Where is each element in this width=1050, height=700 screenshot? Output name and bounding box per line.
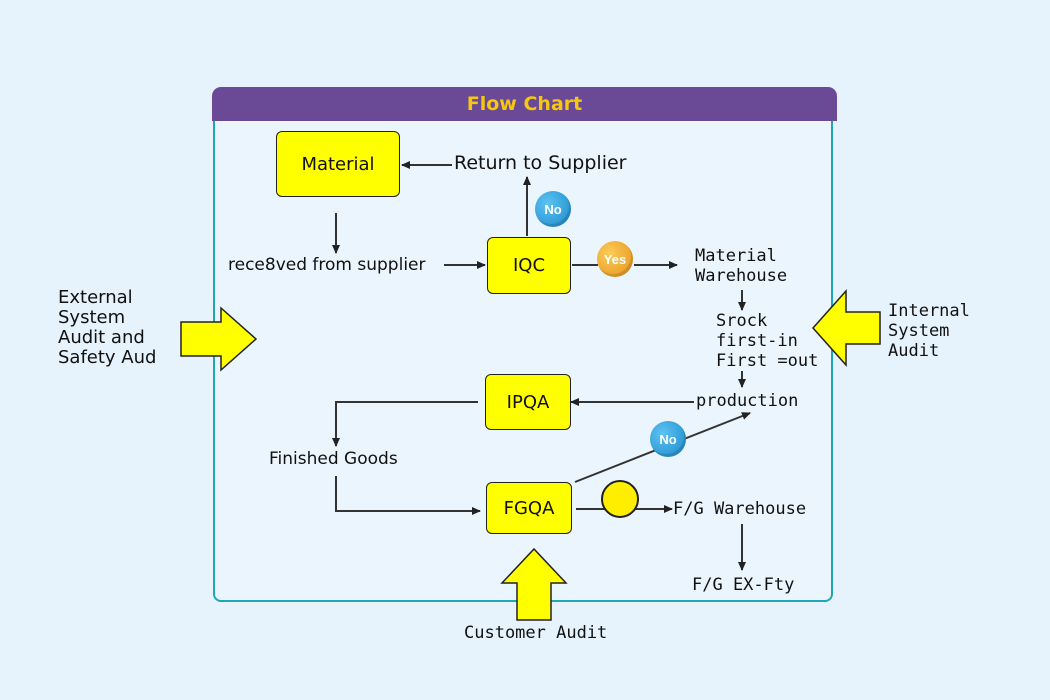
label-external-audit-line2: System bbox=[58, 307, 126, 328]
node-ipqa-label: IPQA bbox=[506, 391, 550, 413]
no-badge-fgqa: No bbox=[650, 421, 686, 457]
node-material-label: Material bbox=[301, 153, 375, 175]
node-fgqa[interactable]: FGQA bbox=[486, 482, 572, 534]
arrow-ipqa-to-finished-goods bbox=[332, 401, 478, 447]
label-return-to-supplier: Return to Supplier bbox=[454, 152, 627, 174]
external-audit-arrow bbox=[180, 306, 258, 372]
label-external-audit-line3: Audit and bbox=[58, 327, 145, 348]
label-internal-audit-line2: System bbox=[888, 321, 950, 341]
node-fgqa-label: FGQA bbox=[503, 497, 555, 519]
label-external-audit-line4: Safety Aud bbox=[58, 347, 157, 368]
decision-circle-fgqa bbox=[601, 480, 639, 518]
flow-chart-title: Flow Chart bbox=[212, 87, 837, 121]
node-iqc-label: IQC bbox=[512, 255, 546, 276]
no-badge-iqc: No bbox=[535, 191, 571, 227]
label-customer-audit: Customer Audit bbox=[464, 623, 608, 643]
label-production: production bbox=[696, 391, 799, 411]
label-finished-goods: Finished Goods bbox=[269, 449, 398, 469]
label-external-audit-line1: External bbox=[58, 287, 133, 308]
internal-audit-arrow bbox=[811, 289, 881, 367]
node-material[interactable]: Material bbox=[276, 131, 400, 197]
arrow-finished-goods-to-fgqa bbox=[335, 476, 481, 515]
label-srock-line3: First =out bbox=[716, 351, 819, 371]
label-material-warehouse-line2: Warehouse bbox=[695, 266, 788, 286]
customer-audit-arrow bbox=[500, 547, 568, 621]
label-received-from-supplier: rece8ved from supplier bbox=[228, 255, 426, 275]
label-fg-warehouse: F/G Warehouse bbox=[673, 499, 807, 519]
label-fg-ex-fty: F/G EX-Fty bbox=[692, 575, 795, 595]
yes-badge-iqc: Yes bbox=[597, 241, 633, 277]
label-srock-line2: first-in bbox=[716, 331, 798, 351]
label-internal-audit-line3: Audit bbox=[888, 341, 940, 361]
node-ipqa[interactable]: IPQA bbox=[485, 374, 571, 430]
label-material-warehouse-line1: Material bbox=[695, 246, 777, 266]
node-iqc[interactable]: IQC bbox=[487, 237, 571, 294]
label-internal-audit-line1: Internal bbox=[888, 301, 970, 321]
label-srock-line1: Srock bbox=[716, 311, 768, 331]
